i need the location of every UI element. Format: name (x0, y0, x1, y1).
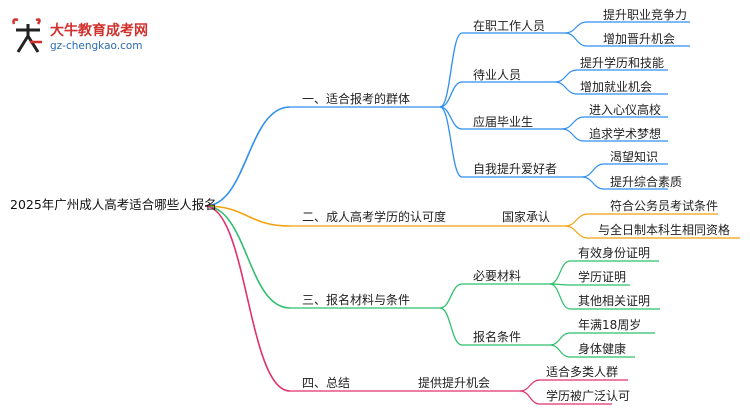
branch-1-sub-1-leaf-2-curve (564, 32, 588, 47)
branch-3-sub-1-leaf-3: 其他相关证明 (578, 294, 651, 308)
branch-2-leaf-2-curve (564, 225, 589, 239)
branch-1-sub-4: 自我提升爱好者 (473, 162, 558, 176)
branch-1-sub-1-curve (439, 32, 463, 108)
branch-1-sub-2-leaf-2-curve (554, 81, 578, 95)
branch-3-sub-2: 报名条件 (473, 330, 522, 344)
branch-2-sub-1: 国家承认 (502, 210, 551, 224)
branch-1-sub-2-leaf-1-curve (554, 69, 578, 83)
branch-3-sub-2-leaf-1-curve (549, 332, 571, 346)
branch-1-sub-2-leaf-1: 提升学历和技能 (580, 56, 665, 70)
branch-3-label: 三、报名材料与条件 (302, 293, 411, 307)
branch-1-sub-3-leaf-1-curve (561, 116, 585, 130)
branch-1-sub-4-leaf-1: 渴望知识 (610, 150, 659, 164)
branch-4-sub-1-leaf-2: 学历被广泛认可 (546, 389, 631, 403)
root-node: 2025年广州成人高考适合哪些人报名 (10, 197, 217, 212)
branch-4-sub-1: 提供提升机会 (418, 376, 491, 390)
branch-1-sub-2: 待业人员 (473, 68, 522, 82)
branch-1-sub-3-leaf-2-curve (561, 128, 585, 142)
branch-1-sub-4-leaf-2: 提升综合素质 (610, 175, 683, 189)
branch-3-sub-2-leaf-2: 身体健康 (578, 342, 627, 356)
branch-2-sub-1-leaf-2: 与全日制本科生相同资格 (598, 223, 731, 237)
branch-2-leaf-1-curve (564, 213, 589, 227)
branch-1-sub-4-leaf-1-curve (581, 163, 605, 178)
branch-1-sub-3-leaf-1: 进入心仪高校 (589, 103, 662, 117)
branch-1-sub-1: 在职工作人员 (473, 19, 546, 33)
branch-2-sub-1-leaf-1: 符合公务员考试条件 (610, 199, 719, 213)
branch-3-sub-1: 必要材料 (473, 269, 522, 283)
branch-1-sub-1-leaf-1: 提升职业竞争力 (603, 8, 688, 22)
branch-1-sub-4-curve (439, 106, 463, 178)
branch-3-sub-1-leaf-1-curve (549, 260, 571, 285)
branch-1-sub-3: 应届毕业生 (473, 115, 534, 129)
branch-3-sub-1-leaf-3-curve (549, 283, 571, 310)
branch-1-sub-1-leaf-2: 增加晋升机会 (603, 32, 676, 46)
branch-1-sub-1-leaf-1-curve (564, 21, 588, 34)
branch-3-sub-2-leaf-1: 年满18周岁 (578, 318, 642, 332)
branch-1-sub-2-leaf-2: 增加就业机会 (580, 80, 653, 94)
branch-4-leaf-2-curve (519, 390, 541, 405)
branch-3-sub-2-curve (439, 307, 463, 346)
branch-2-label: 二、成人高考学历的认可度 (302, 210, 447, 224)
branch-2-curve (204, 205, 291, 227)
branch-1-sub-2-curve (439, 81, 463, 108)
branch-3-sub-1-leaf-2: 学历证明 (578, 270, 627, 284)
branch-4-label: 四、总结 (302, 376, 351, 390)
branch-1-sub-4-leaf-2-curve (581, 176, 605, 190)
bull-logo-icon (12, 18, 42, 53)
branch-4-sub-1-leaf-1: 适合多类人群 (546, 365, 619, 379)
branch-1-sub-3-leaf-2: 追求学术梦想 (589, 127, 662, 141)
logo-title: 大牛教育成考网 (50, 23, 148, 39)
branch-3-sub-2-leaf-2-curve (549, 344, 571, 358)
logo-url: gz-chengkao.com (50, 40, 143, 52)
brand-logo: 大牛教育成考网 gz-chengkao.com (8, 14, 168, 58)
branch-4-leaf-1-curve (519, 379, 541, 392)
branch-1-curve (204, 106, 291, 207)
branch-4-curve (204, 205, 291, 392)
branch-3-sub-1-curve (439, 283, 463, 309)
branch-1-label: 一、适合报考的群体 (302, 92, 411, 106)
branch-3-sub-1-leaf-1: 有效身份证明 (578, 246, 651, 260)
branch-3-curve (204, 205, 291, 309)
